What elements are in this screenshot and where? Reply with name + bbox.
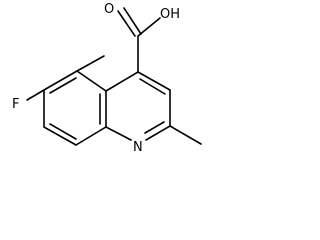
atom-label-fluorine: F xyxy=(12,97,19,112)
bond-c7-c8 xyxy=(43,126,77,146)
bond-c4a-c4 xyxy=(105,71,139,92)
bond-c4a-c5-up xyxy=(76,70,107,92)
bond-c2-n1-inner xyxy=(144,121,165,134)
bond-c-oh xyxy=(137,17,161,37)
bond-c7-c8-inner xyxy=(49,123,77,140)
atom-label-hydroxyl: OH xyxy=(160,7,180,22)
bond-c5-c6 xyxy=(43,70,78,91)
bond-c4-c3-inner xyxy=(139,78,166,95)
bond-c8-c8a xyxy=(75,126,107,146)
bond-c2-methyl xyxy=(169,125,202,145)
bond-c6-f xyxy=(26,89,45,101)
bond-c4-c3 xyxy=(137,71,171,91)
bond-c5-c6-inner xyxy=(49,77,77,94)
bond-c-o-double-2 xyxy=(123,7,142,35)
atom-label-carbonyl-oxygen: O xyxy=(104,2,114,17)
molecule-drawing: F N O OH xyxy=(12,2,202,155)
bond-c5-c4a xyxy=(76,55,105,72)
bond-c2-n1 xyxy=(145,125,171,141)
structure-canvas: F N O OH xyxy=(0,0,218,158)
atom-label-nitrogen: N xyxy=(133,140,143,155)
bond-c-o-double-1 xyxy=(117,10,136,37)
bond-n1-c8a xyxy=(105,126,132,141)
